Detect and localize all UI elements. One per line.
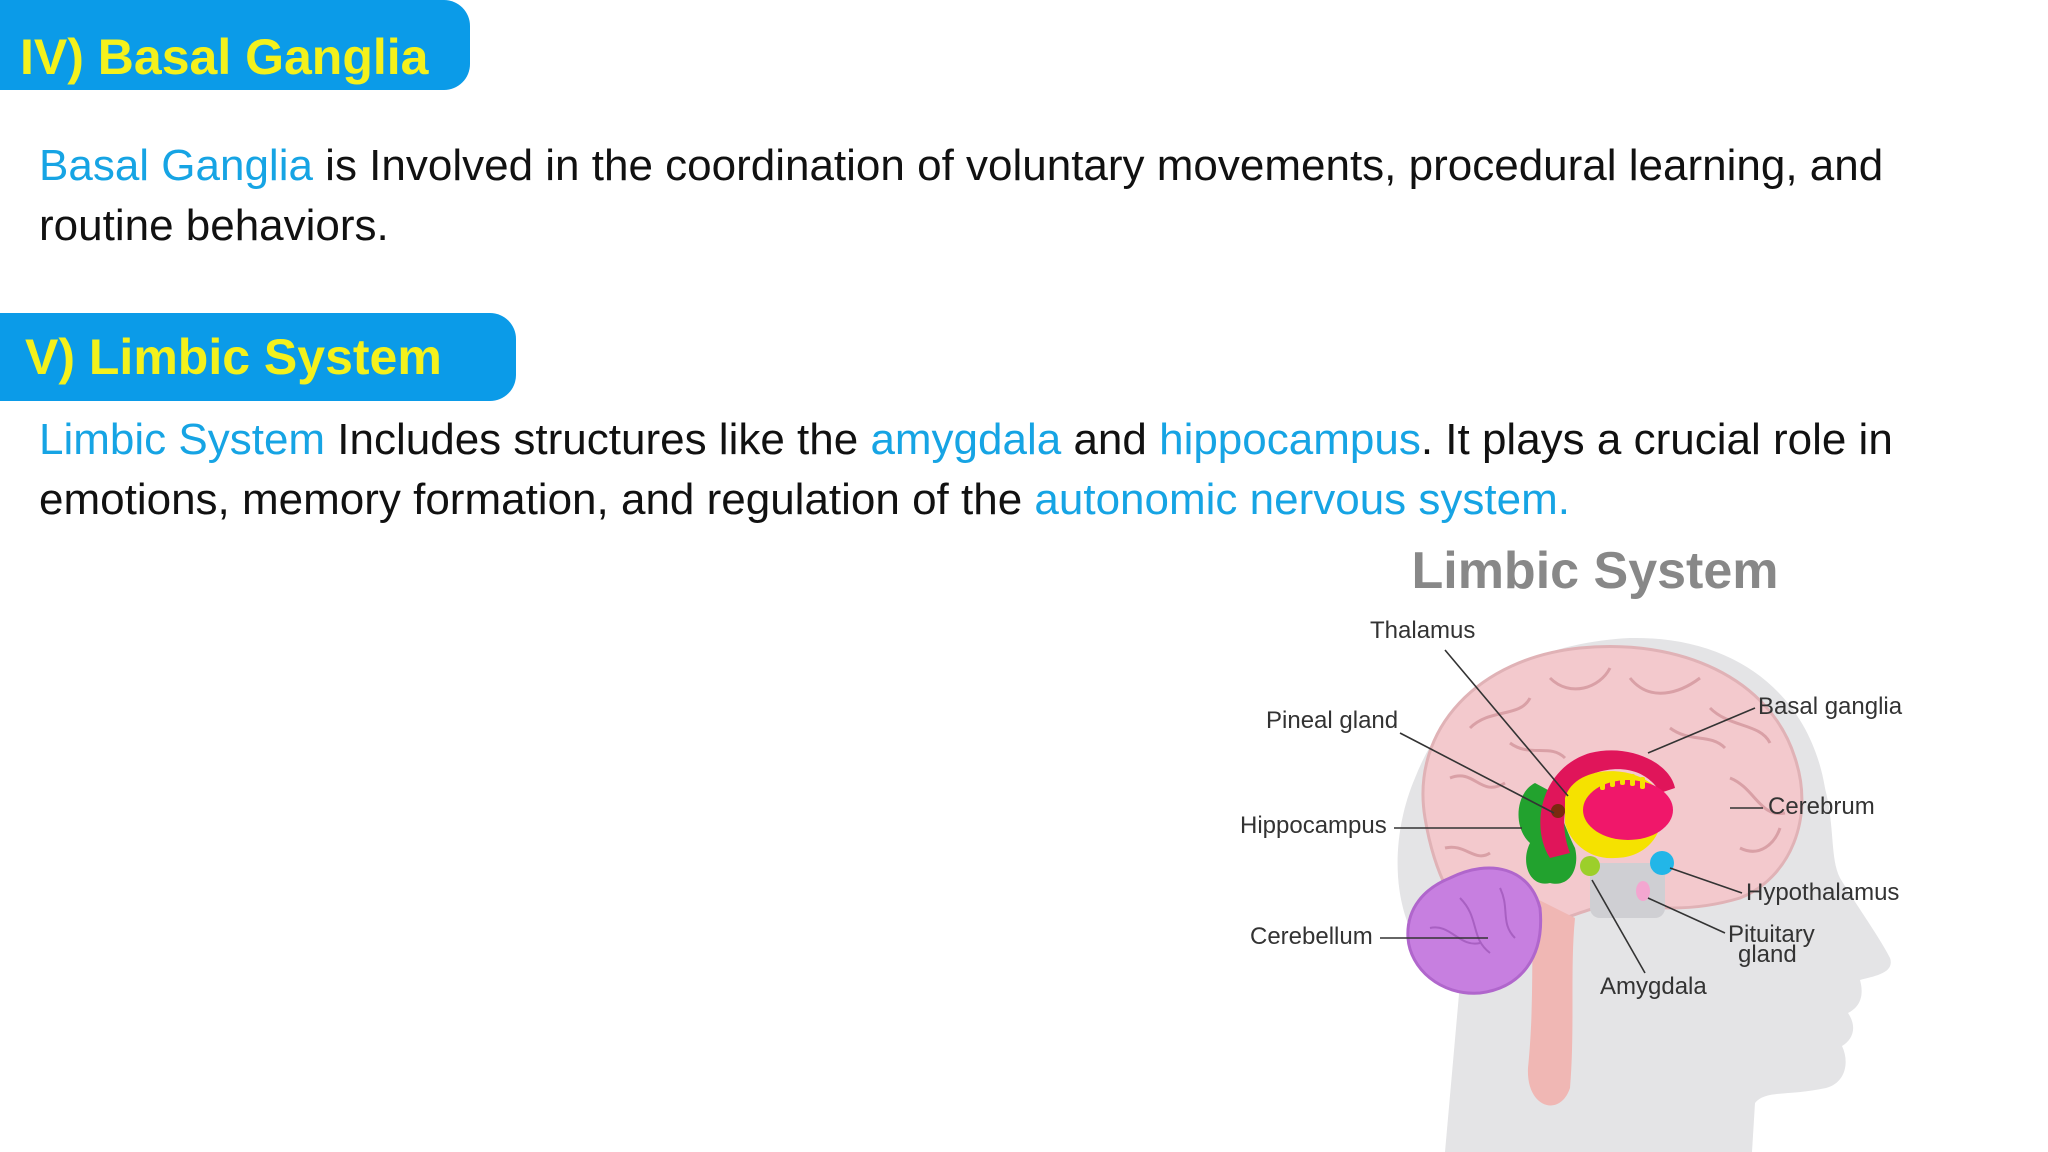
cerebellum-shape — [1406, 866, 1543, 995]
hypothalamus-region — [1590, 863, 1665, 918]
pineal-gland-shape — [1551, 804, 1565, 818]
paragraph-text: Includes structures like the — [325, 415, 871, 464]
label-cerebellum: Cerebellum — [1250, 923, 1373, 950]
basal-ganglia-shape — [1583, 780, 1673, 840]
pituitary-gland-shape — [1636, 881, 1650, 901]
label-gland: gland — [1738, 941, 1797, 968]
term-limbic-system: Limbic System — [39, 415, 326, 464]
brain-folds — [1444, 667, 1786, 858]
label-hypothalamus: Hypothalamus — [1746, 879, 1899, 906]
brainstem-shape — [1527, 898, 1575, 1106]
thalamus-arch — [1540, 750, 1675, 858]
heading-text: IV) Basal Ganglia — [20, 29, 429, 85]
label-cerebrum: Cerebrum — [1768, 793, 1875, 820]
label-pineal-gland: Pineal gland — [1266, 707, 1398, 734]
label-pituitary: Pituitary — [1728, 921, 1815, 948]
cerebellum-folds — [1429, 887, 1516, 954]
label-hippocampus: Hippocampus — [1240, 812, 1387, 839]
paragraph-text: and — [1061, 415, 1160, 464]
section-heading-basal-ganglia: IV) Basal Ganglia — [0, 0, 470, 90]
term-autonomic-nervous-system: autonomic nervous system. — [1034, 475, 1570, 524]
leader-lines — [1380, 649, 1763, 974]
basal-ganglia-dots — [1600, 773, 1645, 790]
hypothalamus-shape — [1650, 851, 1674, 875]
label-amygdala: Amygdala — [1600, 973, 1707, 1000]
label-basal-ganglia: Basal ganglia — [1758, 693, 1903, 720]
limbic-system-diagram: Limbic System — [1240, 542, 1903, 1152]
term-basal-ganglia: Basal Ganglia — [39, 141, 313, 190]
term-hippocampus: hippocampus — [1159, 415, 1421, 464]
basal-ganglia-paragraph: Basal Ganglia is Involved in the coordin… — [39, 136, 2019, 256]
paragraph-text: . It plays a crucial role in emotions, m… — [39, 415, 1893, 524]
amygdala-shape — [1580, 856, 1600, 876]
limbic-system-paragraph: Limbic System Includes structures like t… — [39, 410, 2019, 530]
term-amygdala: amygdala — [870, 415, 1062, 464]
diagram-title: Limbic System — [1411, 542, 1778, 600]
heading-text: V) Limbic System — [25, 329, 442, 385]
label-thalamus: Thalamus — [1370, 617, 1475, 644]
paragraph-text: is Involved in the coordination of volun… — [39, 141, 1884, 250]
section-heading-limbic-system: V) Limbic System — [0, 313, 516, 401]
